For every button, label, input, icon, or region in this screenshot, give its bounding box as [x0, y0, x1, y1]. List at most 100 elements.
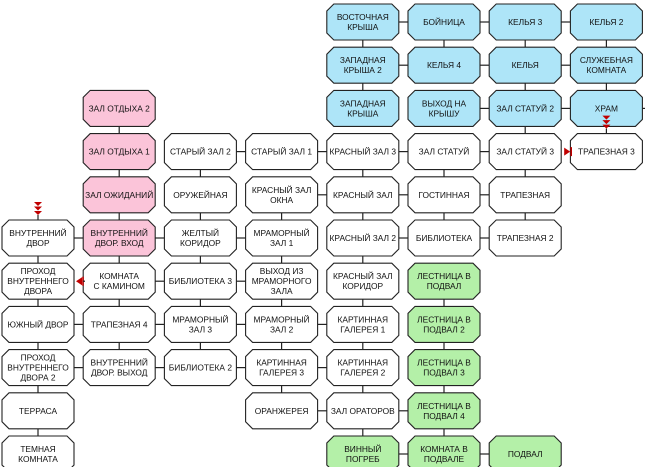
room-box [488, 89, 562, 127]
room-label: КОМНАТА [18, 454, 58, 464]
room-biblioteka[interactable]: БИБЛИОТЕКА [407, 219, 481, 257]
room-kelya-4[interactable]: КЕЛЬЯ 4 [407, 46, 481, 84]
room-box [82, 133, 156, 171]
room-label: ЮЖНЫЙ ДВОР [8, 318, 69, 329]
exit-arrow-down-icon [34, 202, 42, 220]
room-box [1, 305, 75, 343]
room-label: ЗАЛ СТАТУЙ 2 [496, 102, 554, 113]
room-label: ВИННЫЙ [344, 443, 381, 454]
room-box [326, 89, 400, 127]
room-label: КЕЛЬЯ 4 [427, 60, 461, 70]
room-kelya[interactable]: КЕЛЬЯ [488, 46, 562, 84]
room-label: ДВОР. ВЫХОД [91, 368, 148, 378]
room-box [569, 46, 643, 84]
room-trapeznaya-2[interactable]: ТРАПЕЗНАЯ 2 [488, 219, 562, 257]
room-box [326, 305, 400, 343]
room-label: ПОДВАЛ 3 [423, 368, 465, 378]
room-label: ЛЕСТНИЦА В [417, 314, 471, 324]
room-label: ПОДВАЛ 4 [423, 411, 465, 421]
room-zal-statuy[interactable]: ЗАЛ СТАТУЙ [407, 133, 481, 171]
room-krasnyy-zal-2[interactable]: КРАСНЫЙ ЗАЛ 2 [326, 219, 400, 257]
room-box [569, 89, 643, 127]
room-terrasa[interactable]: ТЕРРАСА [1, 392, 75, 430]
room-zal-ozhidaniy[interactable]: ЗАЛ ОЖИДАНИЙ [82, 176, 156, 214]
room-label: ОКНА [270, 195, 293, 205]
room-staryy-zal-1[interactable]: СТАРЫЙ ЗАЛ 1 [245, 133, 319, 171]
room-zal-otdykha-1[interactable]: ЗАЛ ОТДЫХА 1 [82, 133, 156, 171]
room-label: СТАРЫЙ ЗАЛ 2 [170, 146, 231, 157]
room-zal-statuy-2[interactable]: ЗАЛ СТАТУЙ 2 [488, 89, 562, 127]
room-label: ДВОРА 2 [20, 373, 55, 383]
room-box [1, 435, 75, 467]
exit-arrow-down-icon [602, 115, 611, 134]
room-label: ПОДВАЛ 2 [423, 324, 465, 334]
room-box [488, 46, 562, 84]
room-box [488, 435, 562, 467]
room-label: КАРТИННАЯ [338, 314, 389, 324]
room-label: ТРАПЕЗНАЯ [500, 190, 550, 200]
room-zal-statuy-3[interactable]: ЗАЛ СТАТУЙ 3 [488, 133, 562, 171]
room-yuzhnyy-dvor[interactable]: ЮЖНЫЙ ДВОР [1, 305, 75, 343]
room-label: ВНУТРЕННЕГО [7, 276, 69, 286]
room-label: ЗАЛА [271, 286, 293, 296]
room-trapeznaya-3[interactable]: ТРАПЕЗНАЯ 3 [569, 133, 643, 171]
room-label: БОЙНИЦА [423, 16, 465, 27]
room-zal-otdykha-2[interactable]: ЗАЛ ОТДЫХА 2 [82, 89, 156, 127]
room-box [569, 3, 643, 41]
room-oranzhereya[interactable]: ОРАНЖЕРЕЯ [245, 392, 319, 430]
room-biblioteka-2[interactable]: БИБЛИОТЕКА 2 [163, 349, 237, 387]
room-khram[interactable]: ХРАМ [569, 89, 643, 127]
room-box [326, 435, 400, 467]
room-box [407, 3, 481, 41]
room-label: ЗАЛ ОТДЫХА 1 [89, 147, 151, 157]
room-boynitsa[interactable]: БОЙНИЦА [407, 3, 481, 41]
room-gostinnaya[interactable]: ГОСТИННАЯ [407, 176, 481, 214]
room-zal-oratorov[interactable]: ЗАЛ ОРАТОРОВ [326, 392, 400, 430]
room-label: СЛУЖЕБНАЯ [580, 55, 633, 65]
room-label: ПОГРЕБ [346, 454, 380, 464]
room-krasnyy-zal[interactable]: КРАСНЫЙ ЗАЛ [326, 176, 400, 214]
room-label: ГАЛЕРЕЯ 2 [340, 368, 385, 378]
room-oruzheynaya[interactable]: ОРУЖЕЙНАЯ [163, 176, 237, 214]
room-trapeznaya[interactable]: ТРАПЕЗНАЯ [488, 176, 562, 214]
room-box [488, 133, 562, 171]
room-box [326, 219, 400, 257]
room-kelya-2[interactable]: КЕЛЬЯ 2 [569, 3, 643, 41]
room-podval[interactable]: ПОДВАЛ [488, 435, 562, 467]
room-label: БИБЛИОТЕКА 2 [169, 363, 233, 373]
room-staryy-zal-2[interactable]: СТАРЫЙ ЗАЛ 2 [163, 133, 237, 171]
room-krasnyy-zal-3[interactable]: КРАСНЫЙ ЗАЛ 3 [326, 133, 400, 171]
room-label: КРЫША 2 [344, 65, 382, 75]
room-trapeznaya-4[interactable]: ТРАПЕЗНАЯ 4 [82, 305, 156, 343]
room-biblioteka-3[interactable]: БИБЛИОТЕКА 3 [163, 262, 237, 300]
room-kelya-3[interactable]: КЕЛЬЯ 3 [488, 3, 562, 41]
